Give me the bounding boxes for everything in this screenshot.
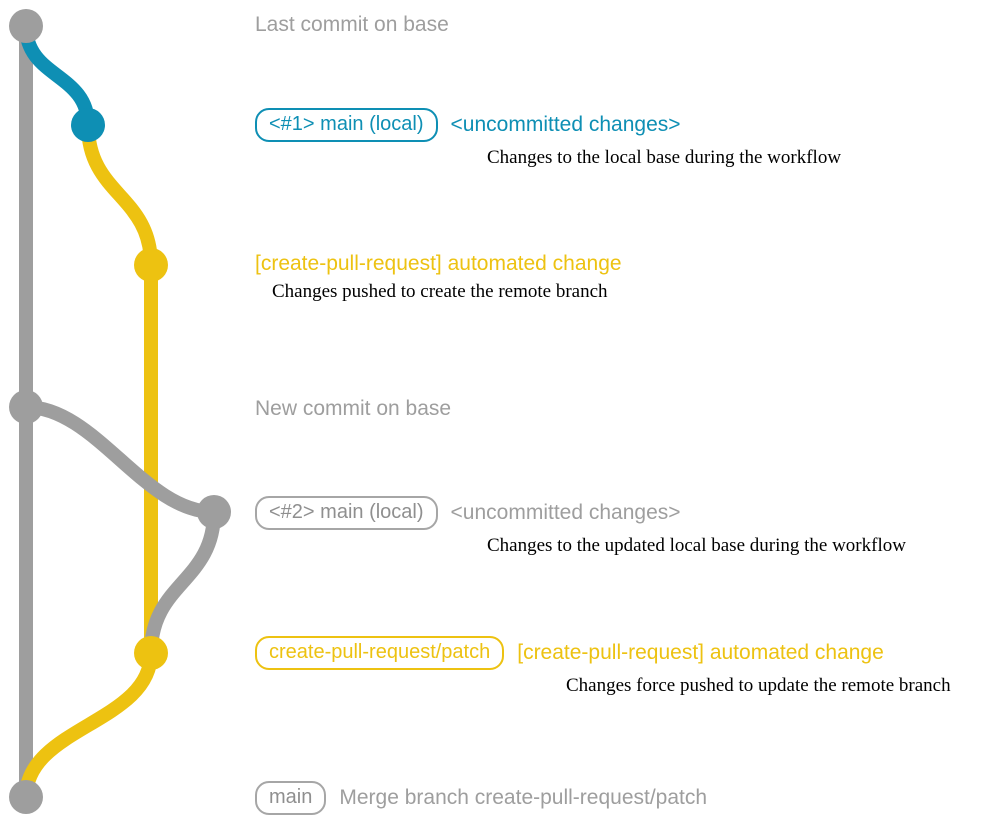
commit-row-header: <#2> main (local) <uncommitted changes> (255, 496, 906, 530)
branch-pill-main[interactable]: main (255, 781, 327, 815)
commit-subject: Last commit on base (255, 13, 449, 36)
commit-node-base-1[interactable] (9, 9, 43, 43)
commit-row-local-2: <#2> main (local) <uncommitted changes> … (255, 496, 906, 557)
branch-pill-main-local-1[interactable]: <#1> main (local) (255, 108, 438, 142)
commit-node-local-1[interactable] (71, 108, 105, 142)
edge-local1-to-patch1 (81, 118, 158, 272)
commit-row-header: Last commit on base (255, 13, 449, 37)
commit-row-header: <#1> main (local) <uncommitted changes> (255, 108, 841, 142)
edge-patch2-to-base3 (19, 646, 158, 804)
commit-row-header: main Merge branch create-pull-request/pa… (255, 781, 707, 815)
commit-row-patch-1: [create-pull-request] automated change C… (255, 252, 622, 303)
commit-node-patch-1[interactable] (134, 248, 168, 282)
commit-subject: <uncommitted changes> (450, 501, 681, 524)
commit-row-merge: main Merge branch create-pull-request/pa… (255, 781, 707, 815)
commit-note: Changes to the local base during the wor… (487, 147, 842, 168)
commit-note: Changes pushed to create the remote bran… (272, 281, 608, 302)
commit-subject: [create-pull-request] automated change (255, 252, 622, 275)
branch-pill-create-pull-request-patch[interactable]: create-pull-request/patch (255, 636, 505, 670)
commit-row-patch-2: create-pull-request/patch [create-pull-r… (255, 636, 951, 697)
commit-node-base-2[interactable] (9, 390, 43, 424)
commit-subject: <uncommitted changes> (450, 113, 681, 136)
commit-row-new-commit-on-base: New commit on base (255, 397, 451, 421)
commit-subject: Merge branch create-pull-request/patch (339, 786, 708, 809)
branch-pill-main-local-2[interactable]: <#2> main (local) (255, 496, 438, 530)
commit-row-local-1: <#1> main (local) <uncommitted changes> … (255, 108, 841, 169)
commit-subject: [create-pull-request] automated change (517, 641, 884, 664)
commit-note: Changes force pushed to update the remot… (566, 675, 951, 696)
commit-node-local-2[interactable] (197, 495, 231, 529)
commit-note: Changes to the updated local base during… (487, 535, 906, 556)
commit-row-header: New commit on base (255, 397, 451, 421)
commit-node-patch-2[interactable] (134, 636, 168, 670)
commit-row-header: create-pull-request/patch [create-pull-r… (255, 636, 951, 670)
commit-row-header: [create-pull-request] automated change (255, 252, 622, 276)
edge-base2-to-local2 (19, 400, 221, 519)
commit-node-base-3[interactable] (9, 780, 43, 814)
edge-local2-to-patch2 (144, 505, 221, 660)
commit-subject: New commit on base (255, 397, 452, 420)
commit-row-last-commit-on-base: Last commit on base (255, 13, 449, 37)
